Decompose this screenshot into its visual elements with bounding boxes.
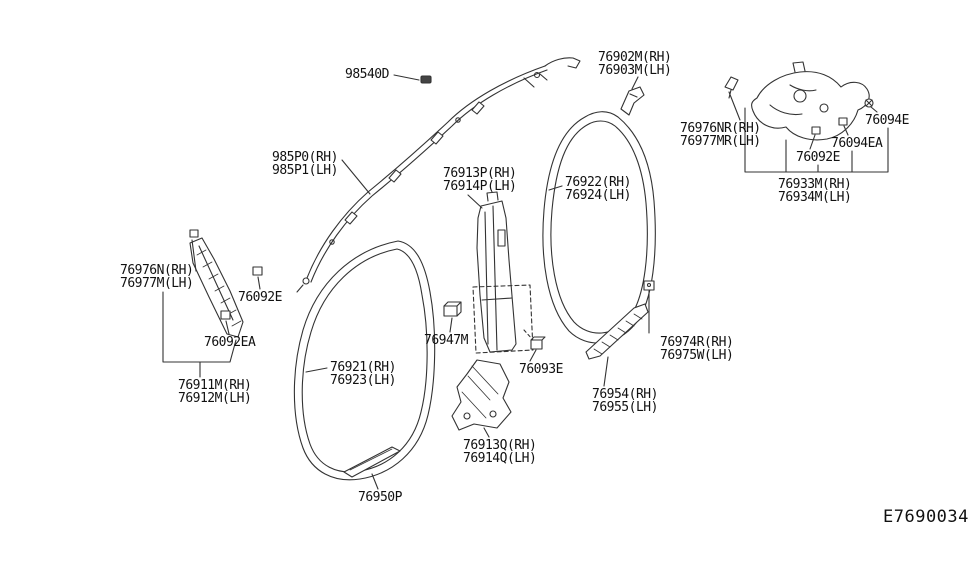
part-label-76913P: 76913P(RH) 76914P(LH): [443, 166, 517, 194]
diagram-code: E7690034: [883, 507, 969, 527]
part-label-76947M: 76947M: [424, 334, 468, 347]
part-number-rh: 76913P(RH): [443, 166, 517, 181]
part-label-76933M: 76933M(RH) 76934M(LH): [778, 177, 852, 205]
part-label-76094E: 76094E: [865, 114, 909, 127]
part-number: 76950P: [358, 490, 402, 505]
part-number-rh: 76902M(RH): [598, 50, 672, 65]
part-number-rh: 76976N(RH): [120, 263, 194, 278]
bracket-76902M-shape: [620, 76, 645, 116]
part-number-rh: 76933M(RH): [778, 177, 852, 192]
part-label-76902M: 76902M(RH) 76903M(LH): [598, 50, 672, 78]
part-label-76976N: 76976N(RH) 76977M(LH): [120, 263, 194, 291]
part-label-76921: 76921(RH) 76923(LH): [330, 361, 396, 387]
part-number-rh: 76921(RH): [330, 360, 396, 375]
part-label-76922: 76922(RH) 76924(LH): [565, 176, 631, 202]
part-number-lh: 76955(LH): [592, 400, 658, 415]
part-label-76092E-right: 76092E: [796, 151, 840, 164]
part-label-76976NR: 76976NR(RH) 76977MR(LH): [680, 122, 761, 148]
part-label-76092EA: 76092EA: [204, 335, 256, 350]
part-number: 76093E: [519, 362, 563, 377]
part-label-76954: 76954(RH) 76955(LH): [592, 388, 658, 414]
part-number-lh: 76924(LH): [565, 188, 631, 203]
part-number-rh: 76922(RH): [565, 175, 631, 190]
clip-76947M-shape: [443, 301, 462, 333]
clip-76974R-shape: [643, 280, 655, 334]
part-number: 76947M: [424, 333, 468, 348]
part-label-76974R: 76974R(RH) 76975W(LH): [660, 335, 734, 363]
part-number-lh: 76977M(LH): [120, 276, 194, 291]
curtain-airbag-shape: [296, 57, 581, 293]
part-number-lh: 985P1(LH): [272, 163, 338, 178]
part-number: 76094E: [865, 113, 909, 128]
leader-lines: [341, 159, 371, 195]
part-label-76092E-left: 76092E: [238, 291, 282, 304]
part-number-lh: 76914Q(LH): [463, 451, 537, 466]
part-number-lh: 76977MR(LH): [680, 134, 761, 149]
part-label-76911M: 76911M(RH) 76912M(LH): [178, 378, 252, 406]
clip-76093E-shape: [523, 329, 546, 362]
lower-b-pillar-trim-shape: [451, 359, 512, 438]
part-label-985P0: 985P0(RH) 985P1(LH): [272, 151, 338, 177]
part-number-rh: 76976NR(RH): [680, 121, 761, 136]
part-number-rh: 985P0(RH): [272, 150, 338, 165]
part-label-76093E: 76093E: [519, 363, 563, 376]
b-pillar-garnish-shape: [467, 191, 534, 354]
part-number-rh: 76911M(RH): [178, 378, 252, 393]
part-number: 76092EA: [204, 335, 256, 350]
part-number: 76092E: [796, 150, 840, 165]
part-number-lh: 76923(LH): [330, 373, 396, 388]
part-number-lh: 76914P(LH): [443, 179, 517, 194]
part-number-rh: 76954(RH): [592, 387, 658, 402]
part-label-76950P: 76950P: [358, 491, 402, 504]
clip-98540D-shape: [393, 74, 432, 84]
part-number-lh: 76903M(LH): [598, 63, 672, 78]
a-pillar-garnish-shape: [162, 229, 263, 378]
part-number: 76092E: [238, 290, 282, 305]
part-label-76913Q: 76913Q(RH) 76914Q(LH): [463, 438, 537, 466]
part-label-76094EA: 76094EA: [831, 136, 883, 151]
sill-kicking-strip-shape: [343, 446, 401, 490]
rear-pillar-trim-assembly-shape: [724, 61, 889, 173]
part-number-rh: 76913Q(RH): [463, 438, 537, 453]
part-number-lh: 76934M(LH): [778, 190, 852, 205]
part-number-rh: 76974R(RH): [660, 335, 734, 350]
part-number-lh: 76912M(LH): [178, 391, 252, 406]
part-number: 76094EA: [831, 136, 883, 151]
part-number: 98540D: [345, 67, 389, 82]
part-number-lh: 76975W(LH): [660, 348, 734, 363]
part-label-98540D: 98540D: [345, 68, 389, 81]
rear-kicking-plate-shape: [585, 303, 649, 387]
